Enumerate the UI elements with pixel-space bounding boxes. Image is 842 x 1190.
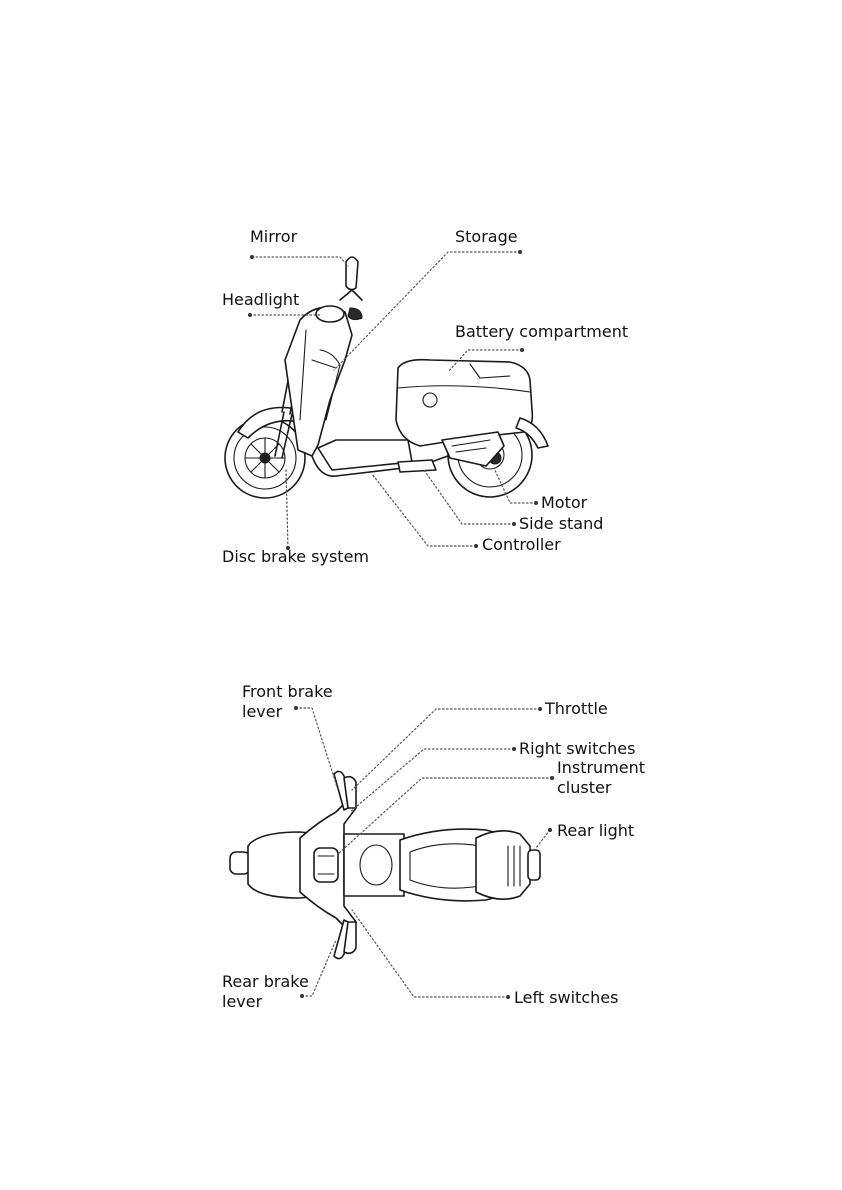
headlight-lamp bbox=[316, 306, 344, 322]
label-rear-brake-lever-line2: lever bbox=[222, 992, 309, 1012]
rear-body bbox=[396, 360, 532, 446]
label-battery-compartment: Battery compartment bbox=[455, 322, 628, 342]
side-stand bbox=[398, 460, 436, 472]
label-front-brake-lever-line2: lever bbox=[242, 702, 333, 722]
label-instrument-cluster-line1: Instrument bbox=[557, 758, 645, 778]
front-wheel bbox=[225, 418, 305, 498]
front-body bbox=[285, 308, 352, 457]
label-front-brake-lever: Front brake lever bbox=[242, 682, 333, 722]
label-motor: Motor bbox=[541, 493, 587, 513]
top-front-tire bbox=[230, 852, 250, 874]
handlebar bbox=[340, 290, 362, 300]
label-instrument-cluster: Instrument cluster bbox=[557, 758, 645, 798]
label-rear-light: Rear light bbox=[557, 821, 634, 841]
label-rear-brake-lever-line1: Rear brake bbox=[222, 972, 309, 992]
label-storage: Storage bbox=[455, 227, 518, 247]
label-controller: Controller bbox=[482, 535, 561, 555]
label-side-stand: Side stand bbox=[519, 514, 603, 534]
top-instrument bbox=[314, 848, 338, 882]
label-throttle: Throttle bbox=[545, 699, 608, 719]
label-front-brake-lever-line1: Front brake bbox=[242, 682, 333, 702]
mirror bbox=[346, 257, 358, 290]
label-instrument-cluster-line2: cluster bbox=[557, 778, 645, 798]
top-rear-light bbox=[528, 850, 540, 880]
top-view-scooter bbox=[230, 771, 540, 958]
label-mirror: Mirror bbox=[250, 227, 297, 247]
label-left-switches: Left switches bbox=[514, 988, 618, 1008]
top-floorboard bbox=[344, 834, 404, 896]
label-headlight: Headlight bbox=[222, 290, 299, 310]
label-right-switches: Right switches bbox=[519, 739, 635, 759]
top-rear-rack bbox=[476, 831, 530, 899]
label-disc-brake-system: Disc brake system bbox=[222, 547, 369, 567]
label-rear-brake-lever: Rear brake lever bbox=[222, 972, 309, 1012]
